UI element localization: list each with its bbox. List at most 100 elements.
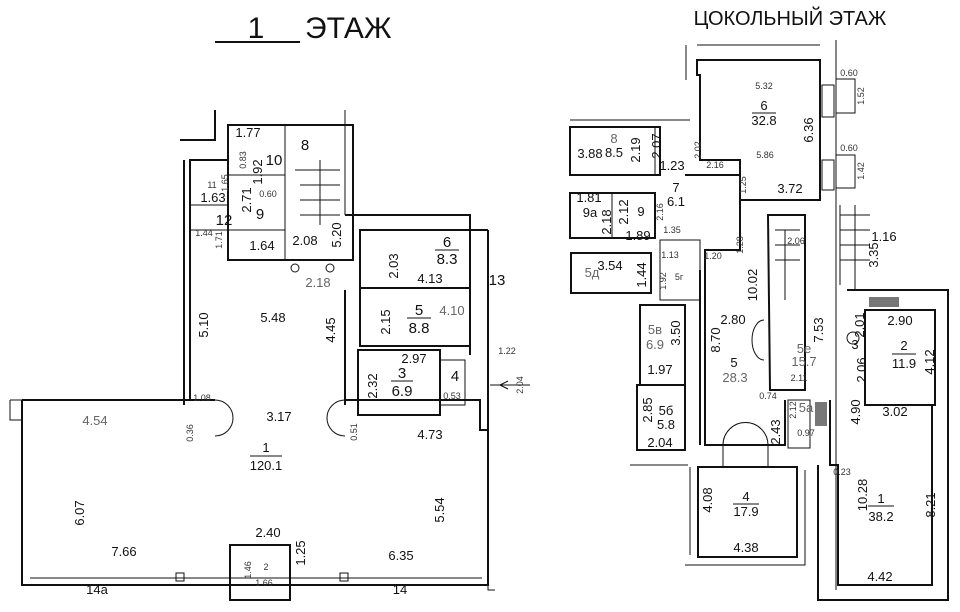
dim-label: 1.64 [249, 238, 274, 253]
dim-label: 6.07 [72, 500, 87, 525]
dim-label: 0.51 [349, 423, 359, 441]
dim-label: 2.18 [305, 275, 330, 290]
room-number: 11 [207, 180, 216, 190]
room-number: 9 [256, 206, 264, 223]
floor1-title: ЭТАЖ [305, 12, 392, 45]
dim-label: 1.66 [255, 578, 273, 588]
dim-label: 4.73 [417, 427, 442, 442]
dim-label: 2.32 [365, 373, 380, 398]
room-number: 8 [610, 131, 617, 146]
dim-label: 1.92 [658, 272, 668, 290]
room-area: 5.8 [657, 417, 675, 432]
dim-label: 3.35 [866, 242, 881, 267]
room-area: 38.2 [868, 509, 893, 524]
dim-label: 10.02 [745, 269, 760, 302]
dim-label: 5.32 [755, 81, 773, 91]
dim-label: 4.45 [323, 317, 338, 342]
room-area: 11.9 [892, 356, 916, 371]
floor1-walls [9, 110, 530, 601]
room-number: 5 [730, 355, 737, 370]
room-area: 120.1 [250, 458, 283, 473]
dim-label: 7.53 [811, 317, 826, 342]
room-number: 5в [648, 322, 662, 337]
dim-label: 2.16 [706, 160, 724, 170]
dim-label: 2.16 [655, 203, 665, 221]
basement-title: ЦОКОЛЬНЫЙ ЭТАЖ [694, 6, 887, 30]
room-area: 6.9 [646, 337, 664, 352]
dim-label: 2.12 [616, 199, 631, 224]
room-number: 14а [86, 582, 108, 597]
dim-label: 1.16 [871, 229, 896, 244]
dim-label: 1.08 [193, 393, 211, 403]
dim-label: 1.65 [220, 174, 230, 192]
dim-label: 2.18 [599, 209, 614, 234]
dim-label: 5.54 [432, 497, 447, 522]
dim-label: 3.50 [668, 320, 683, 345]
basement-walls [569, 40, 949, 601]
dim-label: 1.77 [235, 125, 260, 140]
dim-label: 4.90 [848, 399, 863, 424]
dim-label: 1.35 [663, 225, 681, 235]
dim-label: 2.40 [255, 525, 280, 540]
room-number: 3 [851, 337, 858, 352]
room-area: 8.5 [605, 145, 623, 160]
room-number: 10 [266, 152, 283, 169]
dim-label: 0.83 [238, 151, 248, 169]
room-number: 13 [489, 272, 506, 289]
dim-label: 1.25 [738, 176, 748, 194]
room-area: 8.3 [437, 251, 458, 268]
dim-label: 1.44 [634, 262, 649, 287]
room-number: 7 [672, 180, 679, 195]
room-number: 9 [637, 204, 644, 219]
dim-label: 1.42 [856, 162, 866, 180]
dim-label: 4.13 [417, 271, 442, 286]
dim-label: 2.80 [720, 312, 745, 327]
room-number: 6 [760, 98, 767, 113]
dim-label: 0.60 [840, 143, 858, 153]
room-number: 5е [797, 341, 811, 356]
dim-label: 5.10 [196, 312, 211, 337]
dim-label: 4.12 [922, 349, 937, 374]
room-number: 9а [583, 205, 598, 220]
room-number: 5 [415, 302, 423, 319]
dim-label: 2.97 [401, 351, 426, 366]
dim-label: 5.20 [329, 222, 344, 247]
dim-label: 2.90 [887, 313, 912, 328]
dim-label: 4.08 [700, 487, 715, 512]
dim-label: 1.23 [659, 158, 684, 173]
dim-label: 4.42 [867, 569, 892, 584]
dim-label: 1.71 [214, 231, 224, 249]
room-number: 5б [659, 403, 674, 418]
dim-label: 2.08 [292, 233, 317, 248]
dim-label: 1.22 [498, 346, 516, 356]
dim-label: 1.20 [704, 251, 722, 261]
dim-label: 4.10 [439, 303, 464, 318]
room-number: 5д [585, 265, 600, 280]
room-number: 5а [799, 400, 814, 415]
dim-label: 1.97 [647, 362, 672, 377]
room-area: 6.9 [392, 383, 413, 400]
dim-label: 2.11 [791, 373, 808, 383]
floor1-labels: 1.77 10 1.92 0.83 8 11 1.65 1.63 2.71 9 … [72, 125, 525, 597]
dim-label: 2.19 [628, 137, 643, 162]
room-number: 1 [262, 440, 269, 455]
dim-label: 7.66 [111, 544, 136, 559]
room-number: 12 [216, 212, 233, 229]
floor1-number: 1 [248, 12, 265, 45]
room-number: 2 [900, 338, 907, 353]
dim-label: 4.54 [82, 413, 107, 428]
basement-labels: 5.32 6 32.8 6.36 5.86 0.60 1.52 0.60 1.4… [576, 68, 938, 584]
dim-label: 1.92 [250, 159, 265, 184]
dim-label: 1.13 [661, 250, 679, 260]
room-number: 3 [398, 365, 406, 382]
dim-label: 3.17 [266, 409, 291, 424]
dim-label: 2.03 [386, 253, 401, 278]
dim-label: 2.07 [649, 133, 664, 158]
dim-label: 8.70 [708, 327, 723, 352]
dim-label: 2.06 [787, 236, 805, 246]
room-number: 5г [675, 272, 684, 282]
dim-label: 0.60 [840, 68, 858, 78]
room-number: 4 [742, 489, 749, 504]
dim-label: 1.46 [243, 561, 253, 579]
